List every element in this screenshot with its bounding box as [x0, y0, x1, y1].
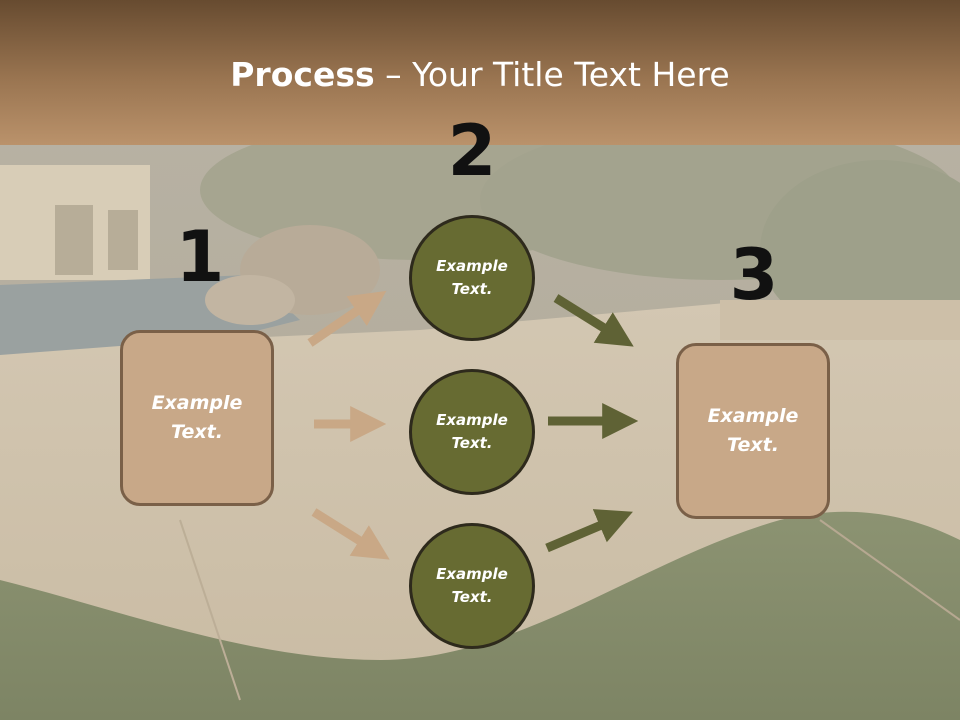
step-3-line1: Example	[707, 405, 799, 427]
slide-title: Process – Your Title Text Here	[0, 55, 960, 95]
circle-bottom-line2: Text.	[451, 588, 493, 606]
step-number-2: 2	[447, 110, 497, 192]
title-bold: Process	[230, 55, 375, 94]
circle-bottom-line1: Example	[436, 565, 508, 583]
step-1-line2: Text.	[171, 421, 223, 443]
title-rest: – Your Title Text Here	[374, 55, 730, 94]
step-1-box: Example Text.	[120, 330, 274, 506]
step-3-line2: Text.	[727, 434, 779, 456]
circle-middle-line2: Text.	[451, 434, 493, 452]
step-2-circle-middle: Example Text.	[409, 369, 535, 495]
step-number-3: 3	[729, 234, 779, 316]
step-2-circle-top: Example Text.	[409, 215, 535, 341]
step-3-box: Example Text.	[676, 343, 830, 519]
circle-top-line2: Text.	[451, 280, 493, 298]
circle-top-line1: Example	[436, 257, 508, 275]
circle-middle-line1: Example	[436, 411, 508, 429]
step-2-circle-bottom: Example Text.	[409, 523, 535, 649]
step-number-1: 1	[175, 216, 225, 298]
title-bar	[0, 0, 960, 145]
step-1-line1: Example	[151, 392, 243, 414]
